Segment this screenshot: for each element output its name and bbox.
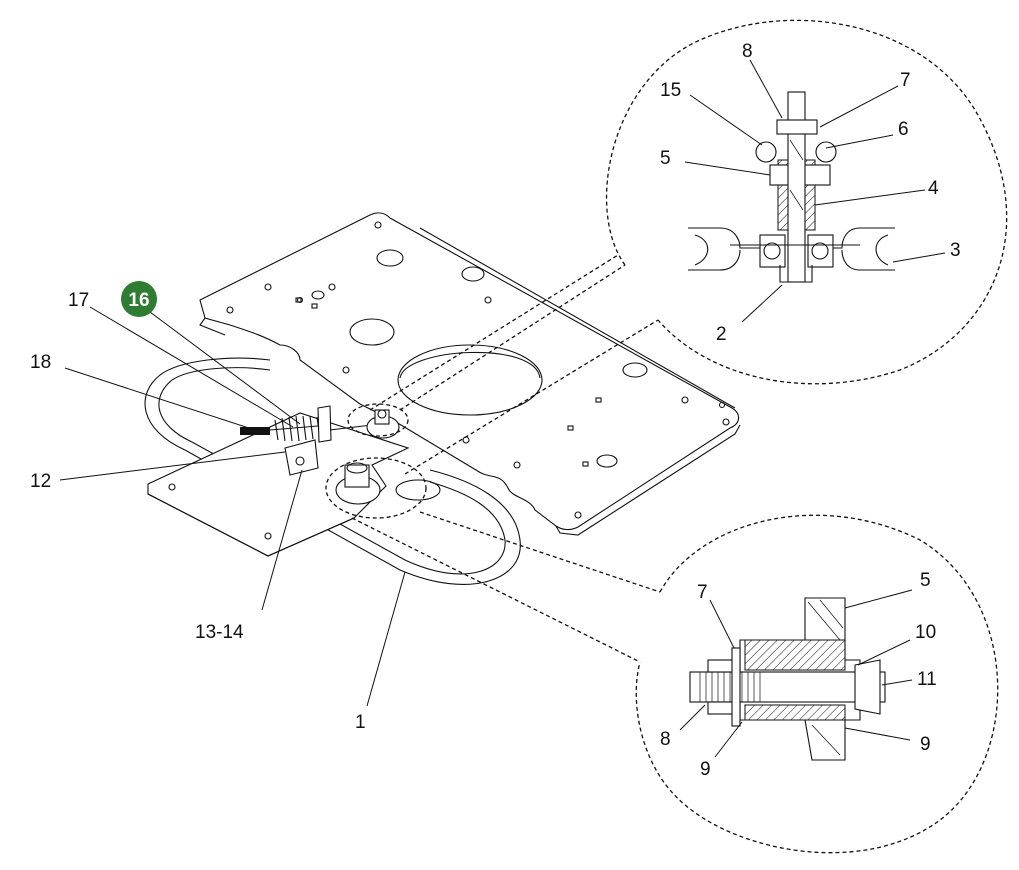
callout-18: 18 bbox=[30, 352, 51, 373]
callout-6: 6 bbox=[898, 119, 909, 140]
upper-plate bbox=[199, 212, 741, 536]
callout-16: 16 bbox=[128, 290, 149, 311]
main-assembly bbox=[144, 212, 741, 663]
callout-7-lower: 7 bbox=[697, 582, 708, 603]
callout-3: 3 bbox=[950, 240, 961, 261]
callout-9-right: 9 bbox=[920, 734, 931, 755]
idler-pulleys bbox=[335, 409, 441, 505]
upper-detail bbox=[606, 19, 1008, 385]
callout-12: 12 bbox=[30, 471, 51, 492]
lower-detail bbox=[635, 514, 999, 854]
callout-11: 11 bbox=[917, 669, 937, 690]
callout-8-upper: 8 bbox=[742, 41, 753, 62]
callout-2: 2 bbox=[716, 324, 727, 345]
callout-16-badge bbox=[121, 281, 157, 317]
callout-8-lower: 8 bbox=[660, 729, 671, 750]
callout-17: 17 bbox=[68, 290, 89, 311]
callout-16-highlight[interactable]: 16 bbox=[121, 281, 157, 317]
leader-lines bbox=[59, 59, 946, 758]
callout-1: 1 bbox=[355, 712, 366, 733]
spring-tensioner bbox=[240, 405, 381, 476]
callout-9-left: 9 bbox=[700, 759, 711, 780]
callout-10: 10 bbox=[915, 622, 936, 643]
main-callouts: 17 16 18 12 13-14 1 bbox=[30, 281, 366, 733]
callout-7-upper: 7 bbox=[900, 70, 911, 91]
drive-belt bbox=[144, 357, 521, 585]
callout-15: 15 bbox=[660, 80, 681, 101]
callout-4: 4 bbox=[928, 178, 939, 199]
lower-detail-callouts: 7 5 10 11 8 9 9 bbox=[660, 570, 937, 780]
callout-5-lower: 5 bbox=[920, 570, 931, 591]
callout-5-upper: 5 bbox=[660, 148, 671, 169]
callout-13-14: 13-14 bbox=[195, 622, 244, 643]
upper-detail-callouts: 8 7 15 6 5 4 3 2 bbox=[660, 41, 961, 345]
